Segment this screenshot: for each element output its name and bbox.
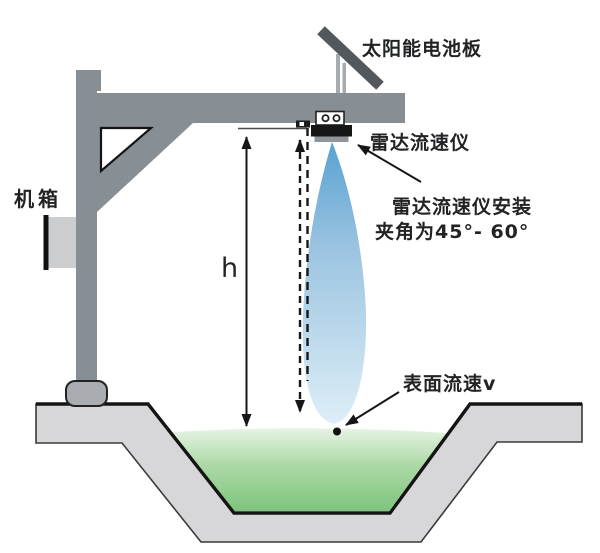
radar-clamp-slot: [299, 122, 304, 126]
solar-panel: [317, 26, 384, 90]
radar-emitter: [314, 136, 349, 142]
annotations: [238, 127, 422, 436]
radar-lens-left-icon: [321, 114, 330, 123]
mast-gusset-hole: [99, 126, 154, 174]
cabinet-box: [48, 217, 76, 268]
radar-meter-label: 雷达流速仪: [370, 131, 470, 154]
cabinet-label: 机箱: [14, 187, 62, 211]
radar-beam-cone: [302, 142, 367, 424]
radar-lens-right-icon: [332, 114, 341, 123]
water-surface: [172, 428, 447, 511]
surface-measure-dot: [333, 427, 341, 436]
cabinet-door-line: [43, 215, 49, 270]
mast: [65, 70, 405, 407]
mast-pole: [76, 70, 97, 382]
cabinet: [43, 215, 76, 270]
solar-panel-label: 太阳能电池板: [362, 37, 482, 60]
install-note-line1: 雷达流速仪安装: [392, 195, 532, 218]
radar-body: [311, 125, 352, 137]
surface-velocity-label: 表面流速v: [403, 372, 496, 395]
mast-arm: [97, 93, 405, 123]
install-note-line2: 夹角为45°- 60°: [375, 220, 529, 243]
radar-label-arrow: [357, 144, 422, 183]
surface-velocity-arrow: [345, 391, 400, 426]
height-label: h: [221, 253, 238, 284]
mast-foot: [65, 380, 108, 407]
solar-panel-leg2: [342, 63, 346, 93]
mast-cap: [76, 70, 101, 91]
radar-sensor: [296, 110, 352, 142]
solar-panel-leg: [336, 54, 340, 93]
solar-panel-group: [317, 26, 384, 93]
channel-edge-line: [36, 402, 582, 515]
